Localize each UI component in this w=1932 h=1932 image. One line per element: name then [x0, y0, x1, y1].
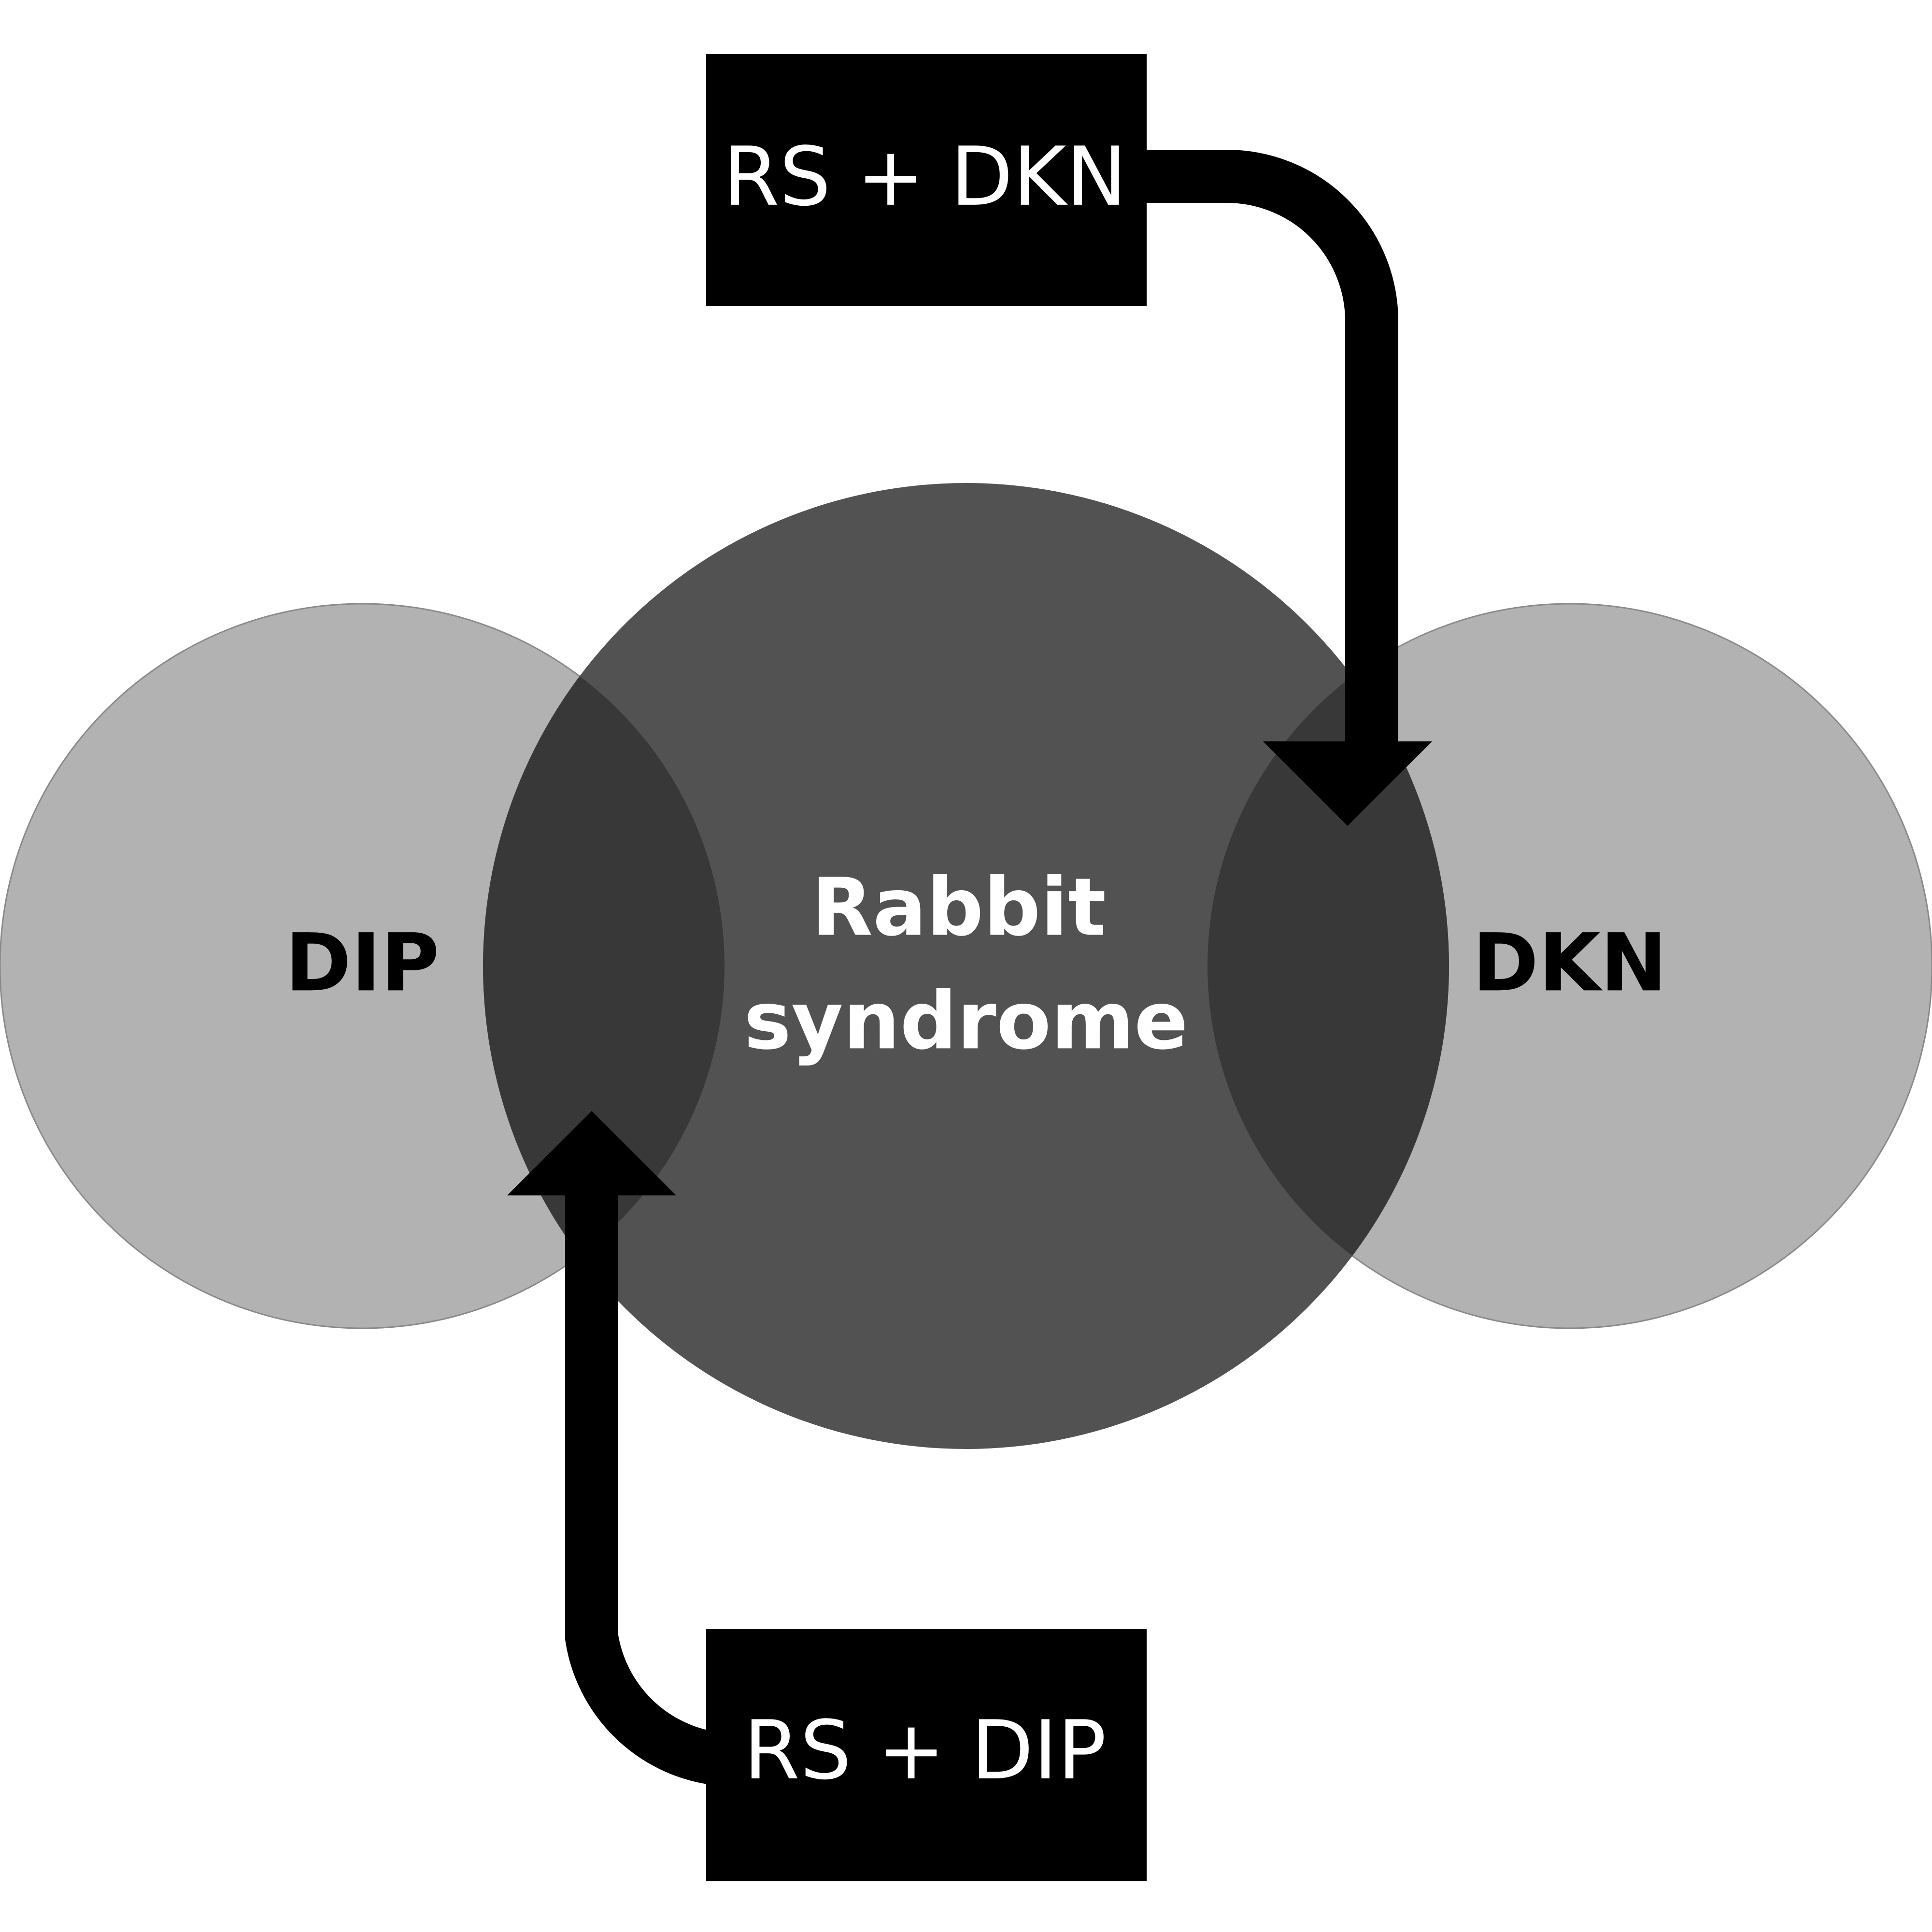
top-arrow-head-icon — [1263, 741, 1432, 826]
bottom-arrow-head-icon — [507, 1111, 676, 1195]
dip-overlap-region — [483, 604, 724, 1328]
rabbit-syndrome-label-line1: Rabbit — [811, 861, 1106, 953]
top-connector-line — [1135, 150, 1398, 753]
rs-dkn-label: RS + DKN — [723, 129, 1127, 224]
rabbit-syndrome-label-line2: syndrome — [744, 974, 1188, 1067]
rs-dkn-box — [706, 54, 1147, 306]
dip-label: DIP — [285, 916, 439, 1009]
rs-dip-box — [706, 1629, 1147, 1881]
bottom-connector-line — [565, 1179, 724, 1785]
rs-dip-label: RS + DIP — [743, 1703, 1106, 1798]
dkn-label: DKN — [1473, 916, 1667, 1009]
rabbit-syndrome-circle — [483, 483, 1449, 1449]
